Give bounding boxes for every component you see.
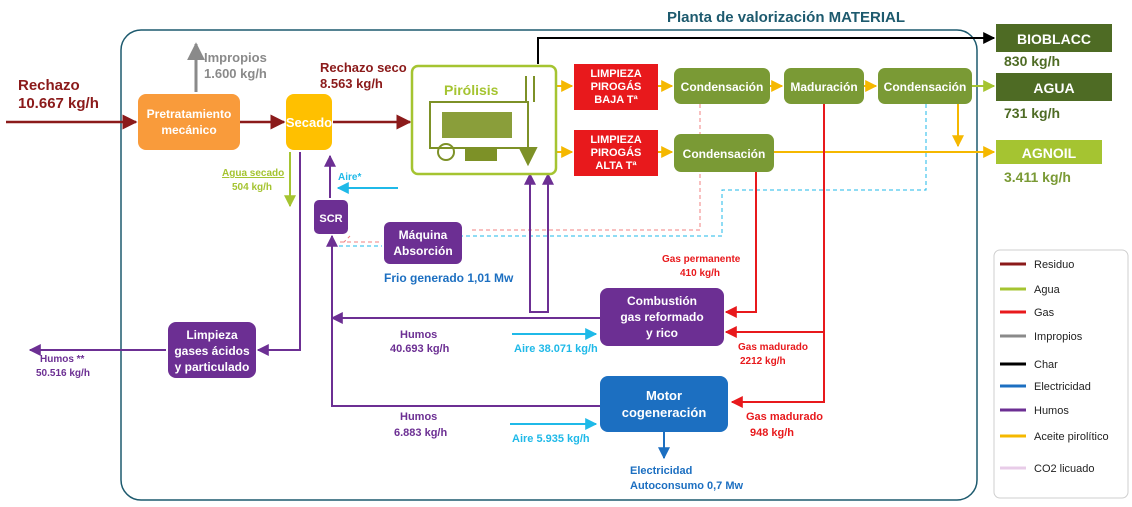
gas-permanente-value: 410 kg/h [680, 268, 720, 279]
limpieza-baja-box [574, 64, 658, 110]
pirolisis-label: Pirólisis [444, 82, 499, 98]
humos-1-label: Humos [400, 329, 437, 341]
legend-label: CO2 licuado [1034, 463, 1095, 475]
rechazo-seco-value: 8.563 kg/h [320, 76, 383, 91]
legend-label: Agua [1034, 284, 1061, 296]
legend-label: Gas [1034, 307, 1055, 319]
humos-2-flow [331, 240, 600, 407]
legend-label: Aceite pirolítico [1034, 431, 1109, 443]
agua-value: 731 kg/h [1004, 105, 1060, 121]
combustion-label-1: Combustión [627, 294, 697, 308]
condensacion-2-box [878, 68, 972, 104]
electricidad-label-2: Autoconsumo 0,7 Mw [630, 480, 744, 492]
legend-label: Electricidad [1034, 381, 1091, 393]
rechazo-seco-label: Rechazo seco [320, 60, 407, 75]
secado-humos-flow [256, 152, 301, 356]
agua-secado-label: Agua secado [222, 168, 284, 179]
humos-1-value: 40.693 kg/h [390, 343, 450, 355]
pretratamiento-label-1: Pretratamiento [147, 107, 232, 121]
gas-madurado-1-value: 2212 kg/h [740, 356, 786, 367]
secado-box [286, 94, 332, 150]
plant-boundary [120, 29, 978, 501]
condensacion-3-label: Condensación [683, 147, 766, 161]
legend-label: Humos [1034, 405, 1069, 417]
legend-label: Char [1034, 359, 1058, 371]
limpieza-baja-l2: PIROGÁS [591, 80, 642, 93]
pirolisis-illustration [429, 76, 538, 167]
aire-motor-label: Aire 5.935 kg/h [512, 433, 590, 445]
limpieza-gases-box [168, 322, 256, 378]
condensacion-2-label: Condensación [884, 80, 967, 94]
gas-permanente-label: Gas permanente [662, 254, 741, 265]
impropios-label: Impropios [204, 50, 267, 65]
agua-box [996, 73, 1112, 101]
limpieza-gases-l1: Limpieza [186, 328, 238, 342]
legend-label: Impropios [1034, 331, 1083, 343]
pretratamiento-box [138, 94, 240, 150]
gas-madurado-2-label: Gas madurado [746, 411, 823, 423]
limpieza-gases-l3: y particulado [175, 360, 250, 374]
pretratamiento-label-2: mecánico [161, 123, 216, 137]
condensacion-3-box [674, 134, 774, 172]
rechazo-value: 10.667 kg/h [18, 95, 99, 112]
maquina-label-1: Máquina [399, 228, 448, 242]
humos-out-value: 50.516 kg/h [36, 368, 90, 379]
bioblacc-label: BIOBLACC [1017, 31, 1091, 47]
impropios-value: 1.600 kg/h [204, 66, 267, 81]
dashed-blue-line [462, 104, 927, 237]
combustion-label-3: y rico [646, 326, 678, 340]
limpieza-alta-box [574, 130, 658, 176]
char-flow [537, 32, 996, 64]
motor-label-2: cogeneración [622, 405, 707, 420]
gas-madurado-1-label: Gas madurado [738, 342, 808, 353]
legend-label: Residuo [1034, 259, 1074, 271]
plant-title: Planta de valorización MATERIAL [667, 9, 905, 26]
agua-label: AGUA [1033, 80, 1074, 96]
legend: ResiduoAguaGasImpropiosCharElectricidadH… [1000, 259, 1109, 475]
agua-secado-value: 504 kg/h [232, 182, 272, 193]
maquina-absorcion-box [384, 222, 462, 264]
limpieza-alta-l3: ALTA Tª [595, 160, 637, 172]
combustion-label-2: gas reformado [620, 310, 703, 324]
electricidad-label-1: Electricidad [630, 465, 692, 477]
maduracion-label: Maduración [790, 80, 857, 94]
maduracion-box [784, 68, 864, 104]
combustion-to-pirolisis-1 [524, 172, 549, 313]
condensacion-1-label: Condensación [681, 80, 764, 94]
humos-2-label: Humos [400, 411, 437, 423]
bioblacc-value: 830 kg/h [1004, 53, 1060, 69]
scr-label: SCR [319, 213, 342, 225]
legend-box [993, 249, 1129, 499]
motor-label-1: Motor [646, 388, 682, 403]
aire-star-label: Aire* [338, 172, 361, 183]
humos-2-value: 6.883 kg/h [394, 427, 447, 439]
rechazo-label: Rechazo [18, 77, 80, 94]
limpieza-alta-l2: PIROGÁS [591, 146, 642, 159]
aire-combustion-label: Aire 38.071 kg/h [514, 343, 598, 355]
dashed-red-line-2 [341, 235, 351, 245]
limpieza-baja-l3: BAJA Tª [594, 94, 638, 106]
combustion-box [600, 288, 724, 346]
limpieza-alta-l1: LIMPIEZA [590, 134, 641, 146]
limpieza-baja-l1: LIMPIEZA [590, 68, 641, 80]
limpieza-gases-l2: gases ácidos [174, 344, 250, 358]
bioblacc-box [996, 24, 1112, 52]
motor-box [600, 376, 728, 432]
agnoil-box [996, 140, 1102, 164]
frio-label: Frio generado 1,01 Mw [384, 271, 514, 285]
secado-label: Secado [286, 115, 332, 130]
gas-permanente-flow [724, 172, 757, 318]
humos-out-label: Humos ** [40, 354, 85, 365]
maquina-label-2: Absorción [393, 244, 452, 258]
gas-madurado-2-value: 948 kg/h [750, 427, 794, 439]
gas-madurado-2-flow [730, 332, 825, 408]
agnoil-label: AGNOIL [1022, 145, 1077, 161]
condensacion-1-box [674, 68, 770, 104]
agnoil-value: 3.411 kg/h [1004, 169, 1071, 185]
scr-box [314, 200, 348, 234]
